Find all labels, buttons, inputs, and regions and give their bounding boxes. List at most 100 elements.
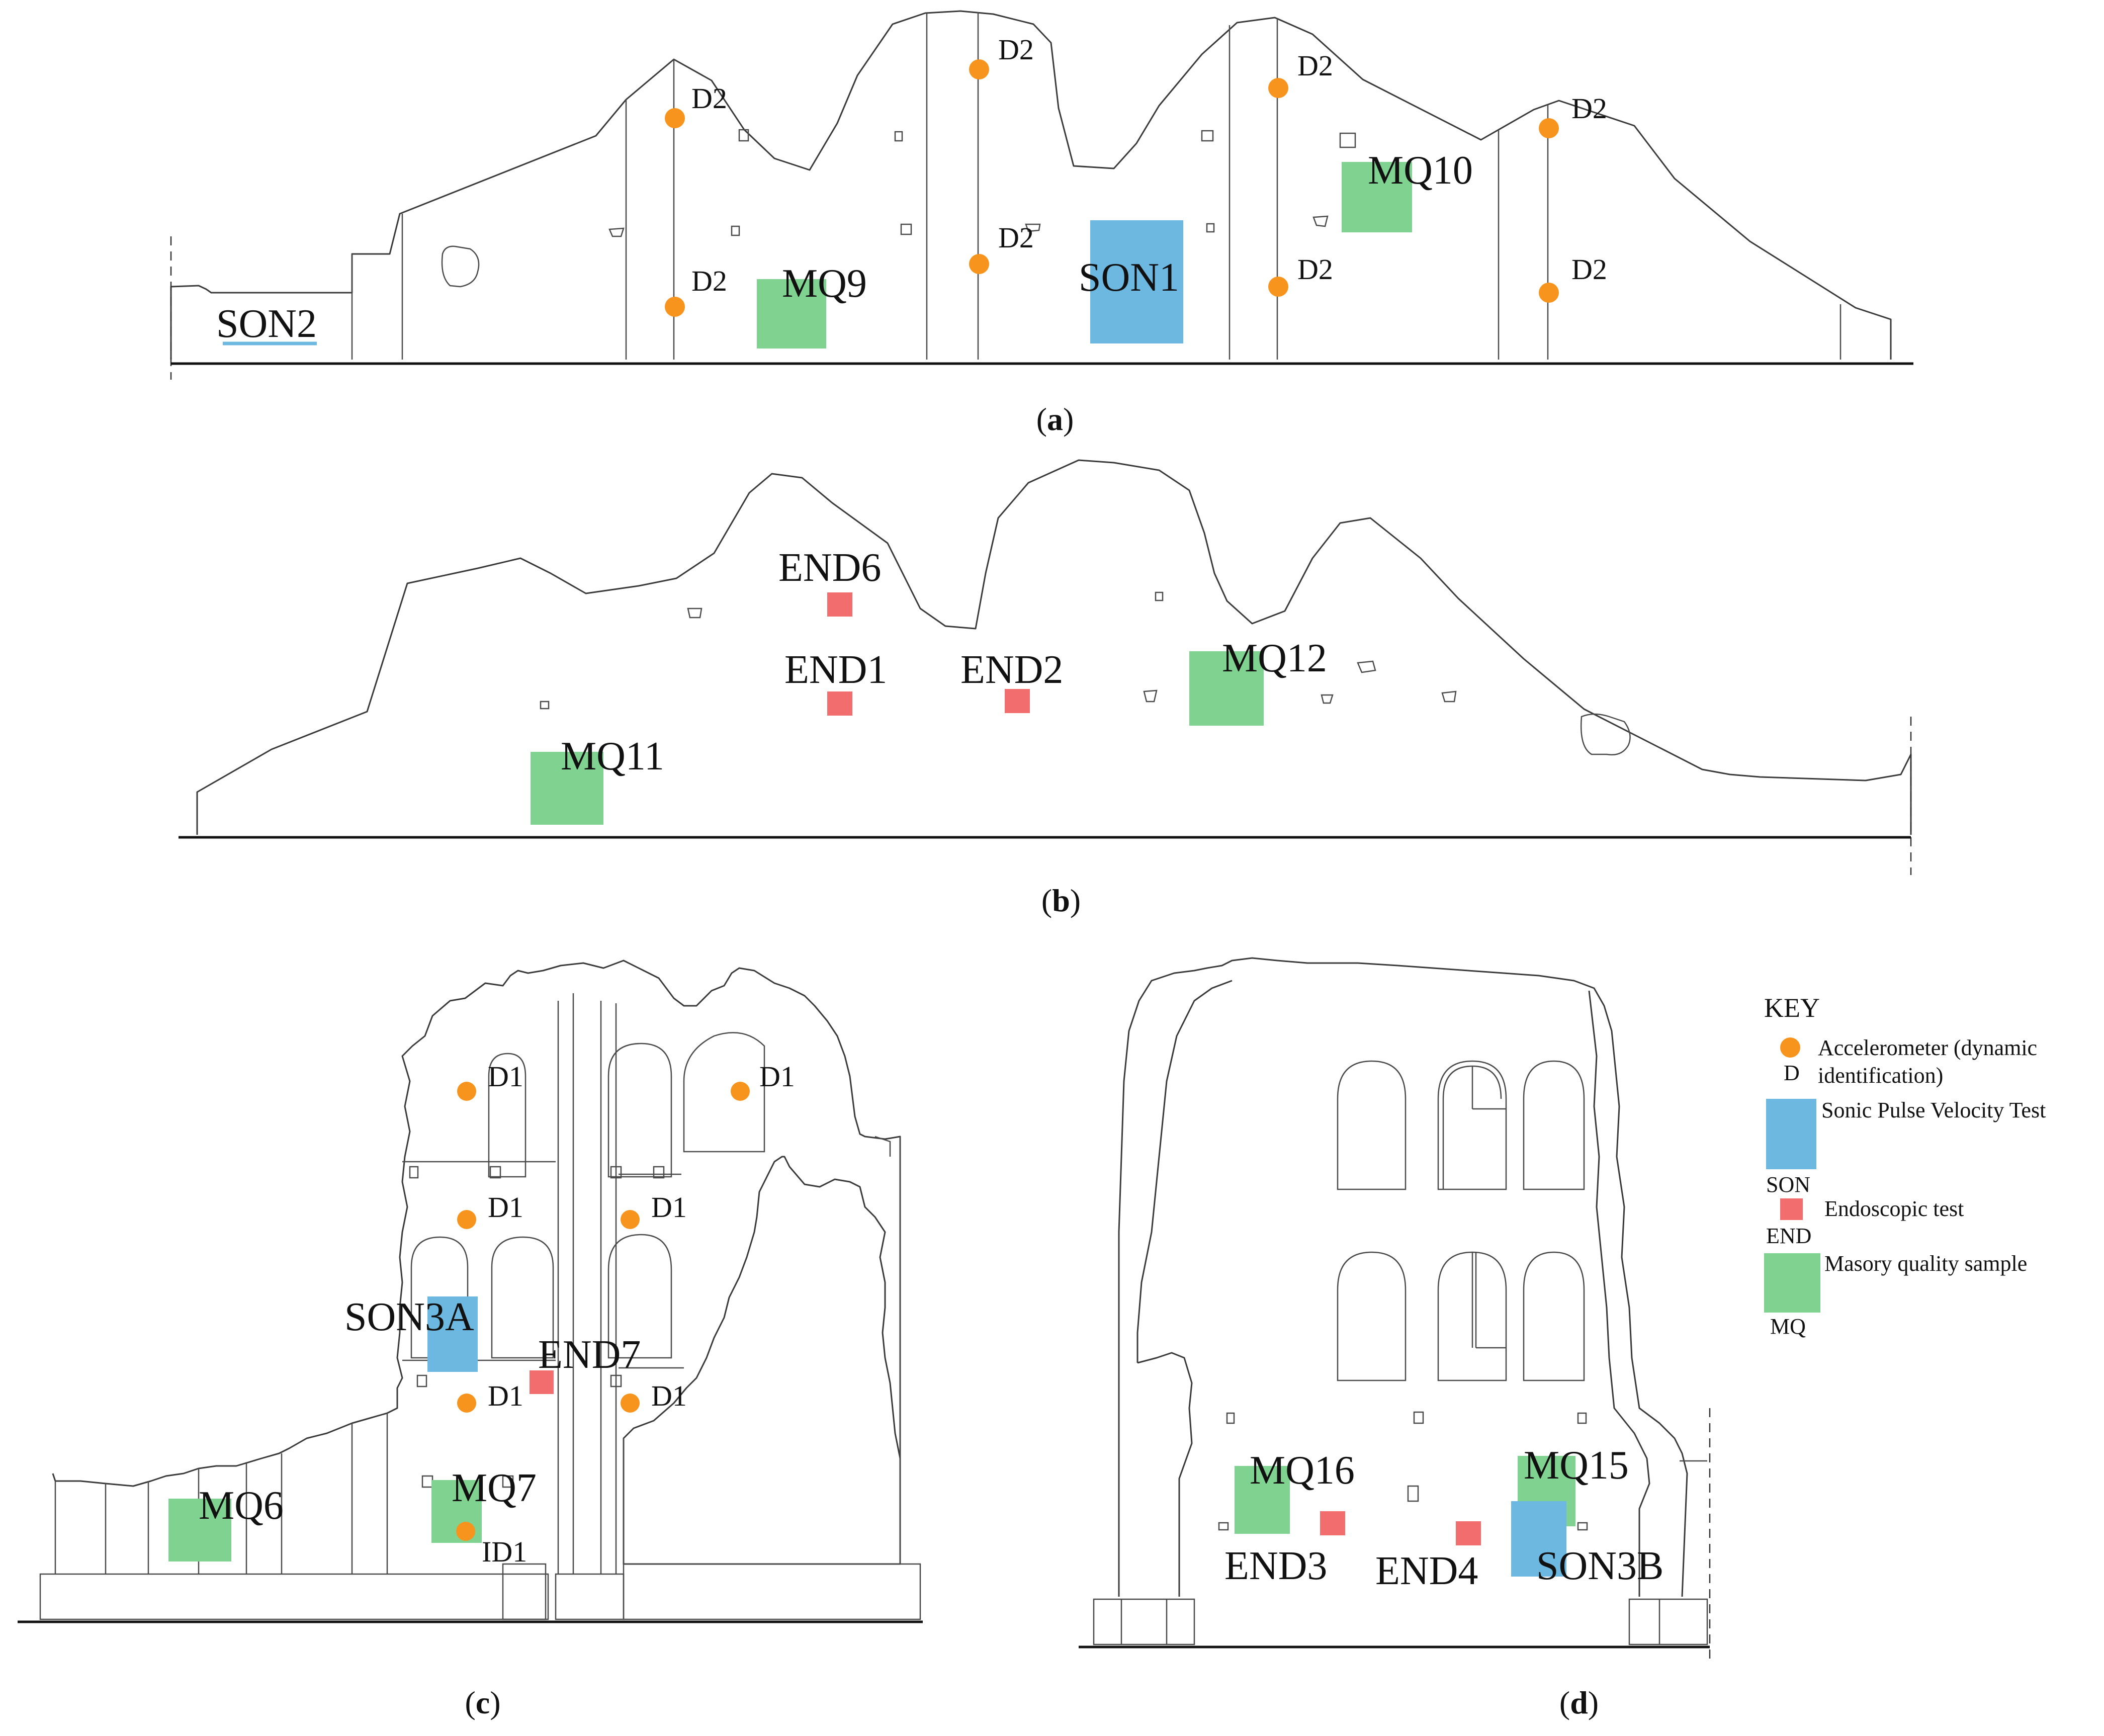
end6-label: END6 — [778, 546, 881, 590]
end3-label: END3 — [1224, 1544, 1327, 1588]
mq11-label: MQ11 — [561, 734, 664, 778]
son1-label: SON1 — [1079, 255, 1179, 300]
key-accelerometer-code: D — [1784, 1061, 1800, 1085]
key-title: KEY — [1764, 993, 1820, 1023]
panel-a-caption: (a) — [1036, 401, 1074, 437]
panel-c-caption: (c) — [465, 1685, 500, 1720]
son3b-label: SON3B — [1536, 1544, 1663, 1588]
accelerometer-dot — [457, 1082, 476, 1101]
d2-label: D2 — [691, 82, 727, 115]
mq16-label: MQ16 — [1250, 1448, 1355, 1493]
key-sonic-code: SON — [1766, 1172, 1810, 1197]
d2-label: D2 — [1571, 92, 1607, 125]
accelerometer-dot — [456, 1522, 475, 1541]
mq12-label: MQ12 — [1222, 636, 1327, 680]
key-endoscopic-code: END — [1766, 1224, 1811, 1248]
accelerometer-dot — [457, 1394, 476, 1413]
key-accelerometer-text-2: identification) — [1818, 1063, 1943, 1088]
key-masonry-code: MQ — [1770, 1314, 1806, 1339]
panel-c-frames — [39, 993, 921, 1620]
d1-label: D1 — [651, 1191, 687, 1224]
d2-label: D2 — [998, 221, 1034, 254]
key-endoscopic-icon — [1780, 1198, 1803, 1220]
panel-c-outline — [52, 960, 901, 1526]
mq16-box — [1235, 1466, 1290, 1534]
accelerometer-dot — [1539, 283, 1559, 303]
panel-d-windows — [1093, 1060, 1708, 1645]
end4-label: END4 — [1375, 1549, 1478, 1593]
end7-box — [530, 1370, 554, 1394]
key-sonic-icon — [1766, 1099, 1816, 1169]
mq9-label: MQ9 — [782, 262, 867, 306]
d2-label: D2 — [1297, 49, 1333, 82]
accelerometer-dot — [969, 254, 989, 274]
accelerometer-dot — [665, 108, 685, 128]
end4-box — [1456, 1521, 1481, 1545]
mq9-box — [757, 279, 826, 349]
key-endoscopic-text: Endoscopic test — [1824, 1196, 1964, 1221]
panel-a-markers: SON2 MQ9 MQ10 SON1 D2 D2 D2 D2 D2 D2 D2 … — [216, 33, 1607, 349]
accelerometer-dot — [1268, 277, 1288, 297]
son3a-box — [427, 1296, 478, 1372]
son1-box — [1090, 220, 1183, 343]
mq10-box — [1342, 162, 1412, 232]
key-masonry-icon — [1764, 1253, 1820, 1313]
id1-label: ID1 — [482, 1535, 527, 1568]
key-masonry-text: Masory quality sample — [1824, 1251, 2027, 1276]
accelerometer-dot — [969, 59, 989, 79]
mq15-label: MQ15 — [1524, 1443, 1629, 1488]
panel-b: END6 END1 END2 MQ12 MQ11 (b) — [179, 459, 1912, 918]
d1-label: D1 — [759, 1060, 795, 1093]
accelerometer-dot — [1268, 78, 1288, 98]
d2-label: D2 — [1571, 253, 1607, 286]
panel-a-openings — [441, 129, 1356, 288]
mq6-label: MQ6 — [199, 1484, 284, 1528]
end1-box — [827, 691, 852, 716]
mq12-box — [1189, 651, 1264, 726]
d1-label: D1 — [488, 1191, 523, 1224]
d2-label: D2 — [691, 265, 727, 297]
end6-box — [827, 592, 852, 617]
d2-label: D2 — [1297, 253, 1333, 286]
accelerometer-dot — [621, 1210, 640, 1229]
key-accelerometer-text-1: Accelerometer (dynamic — [1818, 1035, 2037, 1060]
end3-box — [1320, 1511, 1345, 1535]
key-accelerometer-icon — [1780, 1037, 1800, 1058]
panel-a-outline — [170, 10, 1892, 360]
accelerometer-dot — [665, 297, 685, 317]
mq11-box — [531, 752, 603, 825]
panel-d: MQ16 MQ15 END3 END4 SON3B (d) — [1079, 957, 1711, 1720]
end2-box — [1005, 689, 1030, 713]
key-legend: KEY D Accelerometer (dynamic identificat… — [1764, 993, 2046, 1339]
mq6-box — [168, 1499, 231, 1561]
key-sonic-text: Sonic Pulse Velocity Test — [1821, 1098, 2046, 1122]
son2-label: SON2 — [216, 302, 317, 346]
panel-d-markers: MQ16 MQ15 END3 END4 SON3B — [1224, 1443, 1663, 1593]
d2-label: D2 — [998, 33, 1034, 66]
panel-b-markers: END6 END1 END2 MQ12 MQ11 — [531, 546, 1327, 825]
accelerometer-dot — [731, 1082, 750, 1101]
accelerometer-dot — [1539, 118, 1559, 138]
son3b-box — [1511, 1501, 1566, 1577]
end1-label: END1 — [784, 648, 887, 692]
mq7-label: MQ7 — [452, 1466, 537, 1510]
panel-b-caption: (b) — [1041, 883, 1081, 918]
mq10-label: MQ10 — [1368, 148, 1473, 193]
accelerometer-dot — [457, 1210, 476, 1229]
end7-label: END7 — [538, 1333, 641, 1377]
end2-label: END2 — [960, 648, 1063, 692]
son3a-label: SON3A — [344, 1295, 474, 1339]
panel-d-outer-outline — [1118, 957, 1688, 1597]
panel-b-outline — [196, 459, 1912, 835]
d1-label: D1 — [488, 1379, 523, 1412]
accelerometer-dot — [621, 1394, 640, 1413]
d1-label: D1 — [488, 1060, 523, 1093]
d1-label: D1 — [651, 1379, 687, 1412]
panel-c: D1 D1 D1 D1 D1 D1 SON3A END7 MQ6 MQ7 ID1… — [18, 960, 923, 1720]
panel-d-caption: (d) — [1559, 1685, 1599, 1720]
panel-c-hatched-zone — [623, 1156, 901, 1565]
panel-a: SON2 MQ9 MQ10 SON1 D2 D2 D2 D2 D2 D2 D2 … — [170, 10, 1913, 437]
panel-b-openings — [540, 591, 1631, 756]
panel-d-inner-outline — [1136, 980, 1650, 1597]
